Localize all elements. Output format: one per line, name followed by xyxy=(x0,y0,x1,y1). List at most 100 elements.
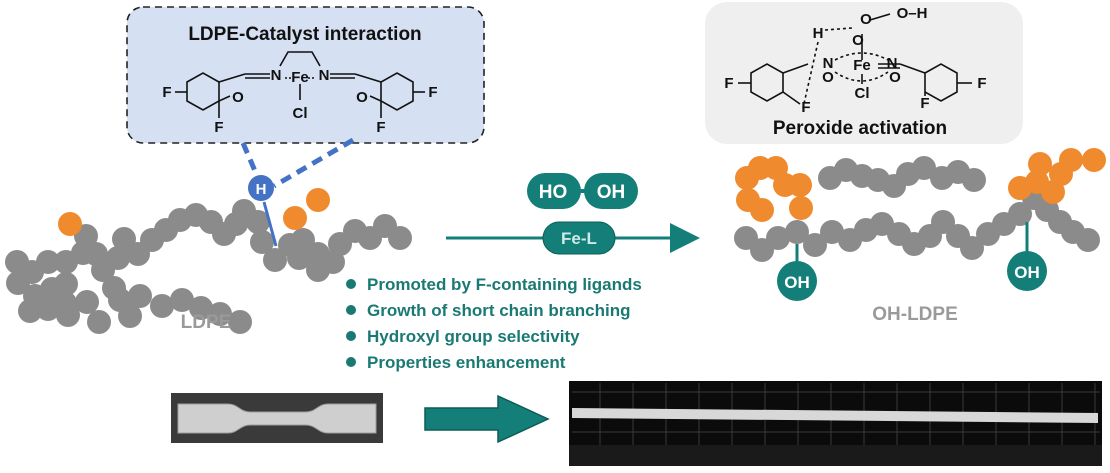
atom-f-right: F xyxy=(428,84,437,101)
chain-bead xyxy=(189,296,213,320)
h-bond-dashed-right xyxy=(272,137,355,189)
peroxide-atom-o-top: O xyxy=(860,11,872,28)
chain-bead xyxy=(6,271,30,295)
chain-bead xyxy=(1076,228,1100,252)
peroxide-box-frame xyxy=(705,2,1023,144)
chain-bead xyxy=(106,246,130,270)
catalyst-interaction-panel: LDPE-Catalyst interaction xyxy=(126,6,485,144)
peroxide-atom-f-lower-left: F xyxy=(801,99,810,116)
chain-bead xyxy=(246,210,270,234)
branch-bead xyxy=(306,188,330,212)
photo-bottom-band xyxy=(569,445,1102,466)
chain-bead xyxy=(56,303,80,327)
h-interaction: H xyxy=(240,137,355,247)
atom-o-left: O xyxy=(232,89,244,106)
chain-bead xyxy=(960,236,984,260)
bullet-dot xyxy=(346,357,356,367)
chain-bead xyxy=(250,230,274,254)
peroxide-atom-f-left: F xyxy=(724,75,733,92)
stretched-specimen xyxy=(572,408,1098,423)
branch-bead xyxy=(788,173,812,197)
chain-bead xyxy=(766,226,790,250)
atom-f-right-lower: F xyxy=(376,119,385,136)
peroxide-atom-n-left: N xyxy=(823,55,834,72)
fe-l-catalyst-pill xyxy=(542,221,616,255)
bullet-item: Hydroxyl group selectivity xyxy=(367,327,580,346)
dogbone-specimen xyxy=(177,403,377,434)
peroxide-atom-cl: Cl xyxy=(855,85,870,102)
fe-salen-structure xyxy=(175,51,425,118)
peroxide-atom-labels: O O–H H O N Fe N O O Cl F F F F xyxy=(724,5,986,116)
chain-bead xyxy=(118,304,142,328)
chain-bead xyxy=(18,299,42,323)
chain-bead xyxy=(931,210,955,234)
chain-bead xyxy=(87,310,111,334)
branch-bead xyxy=(789,196,813,220)
stretched-specimen-photo xyxy=(569,381,1102,466)
chain-bead xyxy=(263,248,287,272)
peroxide-ho-label: HO xyxy=(539,182,568,203)
catalyst-box-title: LDPE-Catalyst interaction xyxy=(188,24,421,45)
fe-l-catalyst-label: Fe-L xyxy=(561,229,597,248)
hydroxyl-circle-left xyxy=(777,261,817,301)
atom-cl: Cl xyxy=(293,105,308,122)
bullet-item: Growth of short chain branching xyxy=(367,301,631,320)
bullet-dot xyxy=(346,331,356,341)
ldpe-polymer-chain xyxy=(5,188,412,334)
bullet-item: Properties enhancement xyxy=(367,353,566,372)
peroxide-oh-pill xyxy=(584,173,638,209)
hydroxyl-label-right: OH xyxy=(1014,263,1040,282)
branch-bead xyxy=(1059,148,1083,172)
chain-bead xyxy=(306,258,330,282)
chain-bead xyxy=(208,302,232,326)
atom-n-right: N xyxy=(319,67,330,84)
chain-bead xyxy=(287,246,311,270)
bullet-dot xyxy=(346,305,356,315)
dogbone-specimen-photo xyxy=(171,393,383,443)
chain-bead xyxy=(228,310,252,334)
branch-bead xyxy=(1041,180,1065,204)
hydroxyl-circle-right xyxy=(1007,251,1047,291)
hydrogen-atom-marker xyxy=(248,175,274,201)
ldpe-label: LDPE xyxy=(181,312,232,333)
peroxide-atom-o-mid: O xyxy=(852,32,864,49)
peroxide-oh-label: OH xyxy=(597,182,626,203)
feature-bullet-list: Promoted by F-containing ligands Growth … xyxy=(346,275,642,372)
chain-bead xyxy=(785,220,809,244)
branch-bead xyxy=(283,206,307,230)
peroxide-structure xyxy=(738,13,972,109)
peroxide-atom-o-right: O xyxy=(889,69,901,86)
hydroxyl-label-left: OH xyxy=(784,273,810,292)
peroxide-atom-f-lower-right: F xyxy=(920,95,929,112)
chain-bead xyxy=(912,156,936,180)
oh-ldpe-polymer-chain xyxy=(734,148,1106,262)
peroxide-atom-o-left: O xyxy=(822,69,834,86)
chain-bead xyxy=(1008,202,1032,226)
peroxide-box-title: Peroxide activation xyxy=(773,118,947,139)
chain-bead xyxy=(150,294,174,318)
fe-salen-atom-labels: N N Fe O O Cl F F F F xyxy=(162,67,437,136)
oh-ldpe-label: OH-LDPE xyxy=(872,304,958,325)
chain-bead xyxy=(291,228,315,252)
chain-bead xyxy=(36,250,60,274)
bullet-item: Promoted by F-containing ligands xyxy=(367,275,642,294)
tensile-grid xyxy=(572,383,1100,445)
reaction-reagents: HO OH Fe-L xyxy=(446,173,700,255)
chain-bead xyxy=(102,276,126,300)
branch-bead xyxy=(58,212,82,236)
atom-o-right: O xyxy=(356,89,368,106)
hydroxyl-groups: OH OH xyxy=(777,222,1047,301)
peroxide-atom-f-right: F xyxy=(977,75,986,92)
chain-bead xyxy=(803,233,827,257)
peroxide-atom-fe: Fe xyxy=(853,57,871,74)
chain-bead xyxy=(820,220,844,244)
atom-fe: Fe xyxy=(291,69,309,86)
chain-bead xyxy=(112,227,136,251)
branch-bead xyxy=(1082,148,1106,172)
chain-bead xyxy=(170,288,194,312)
peroxide-activation-panel: O O–H H O N Fe N O O Cl F F F F Peroxide… xyxy=(705,2,1023,144)
bullet-dot xyxy=(346,279,356,289)
peroxide-atom-oh: O–H xyxy=(897,5,928,22)
chain-bead xyxy=(128,284,152,308)
